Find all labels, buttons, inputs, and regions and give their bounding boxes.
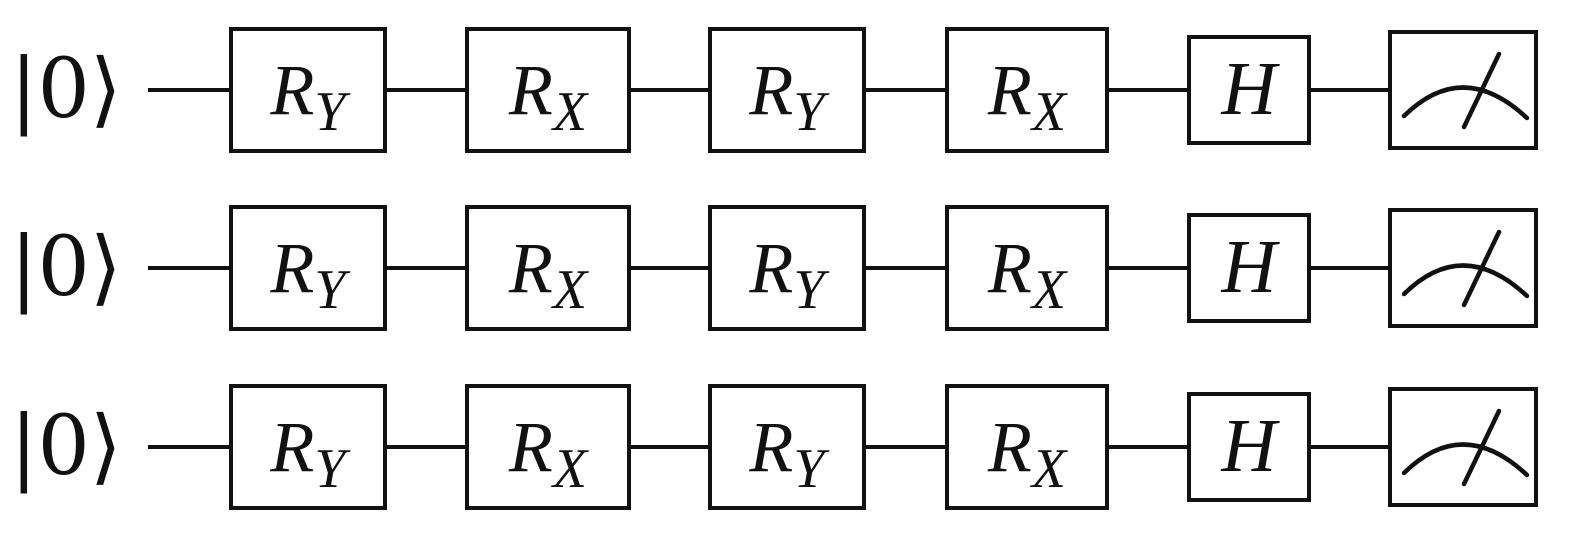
gate-subscript: X	[551, 81, 590, 143]
measurement-gate	[1388, 30, 1538, 150]
gate-symbol: H	[1221, 404, 1281, 488]
gate-box	[945, 384, 1109, 510]
initial-state-label: |0⟩	[10, 42, 122, 137]
gate-box	[465, 205, 631, 331]
gate-box	[945, 205, 1109, 331]
gate-subscript: Y	[793, 259, 830, 321]
gate-box	[708, 27, 866, 153]
gate-label: RX	[508, 228, 590, 321]
rotation-gate-x: RX	[945, 384, 1109, 510]
gate-box	[1187, 35, 1311, 145]
hadamard-gate: H	[1187, 392, 1311, 502]
gate-label: RY	[269, 50, 351, 143]
gate-label: RX	[508, 407, 590, 500]
gate-symbol: H	[1221, 47, 1281, 131]
gate-box	[229, 27, 387, 153]
gate-subscript: Y	[314, 438, 351, 500]
gate-label: RY	[748, 407, 830, 500]
rotation-gate-y: RY	[229, 384, 387, 510]
gate-subscript: Y	[793, 81, 830, 143]
gate-box	[1187, 392, 1311, 502]
rotation-gate-x: RX	[465, 205, 631, 331]
gate-symbol: R	[987, 50, 1032, 130]
rotation-gate-y: RY	[708, 384, 866, 510]
measurement-meter-icon	[1401, 51, 1530, 130]
rotation-gate-y: RY	[708, 27, 866, 153]
gate-label: H	[1221, 47, 1281, 131]
gate-symbol: R	[508, 228, 553, 308]
initial-state-label: |0⟩	[10, 399, 122, 494]
gate-box	[1187, 213, 1311, 323]
rotation-gate-x: RX	[945, 205, 1109, 331]
meter-needle	[1461, 229, 1502, 308]
hadamard-gate: H	[1187, 35, 1311, 145]
gate-subscript: Y	[793, 438, 830, 500]
gate-symbol: R	[508, 50, 553, 130]
gate-subscript: X	[1030, 259, 1069, 321]
gate-symbol: R	[269, 407, 314, 487]
gate-box	[945, 27, 1109, 153]
measurement-meter-icon	[1401, 408, 1530, 487]
gate-label: RY	[269, 407, 351, 500]
gate-box	[1388, 30, 1538, 150]
rotation-gate-x: RX	[465, 384, 631, 510]
meter-arc	[1401, 442, 1530, 478]
gate-subscript: X	[551, 259, 590, 321]
meter-arc	[1401, 85, 1530, 121]
gate-subscript: X	[1030, 438, 1069, 500]
gate-box	[708, 205, 866, 331]
meter-needle	[1461, 51, 1502, 130]
gate-label: H	[1221, 404, 1281, 488]
meter-needle	[1461, 408, 1502, 487]
gate-box	[229, 205, 387, 331]
gate-box	[708, 384, 866, 510]
gate-label: RX	[987, 407, 1069, 500]
meter-arc	[1401, 263, 1530, 299]
gate-symbol: R	[748, 50, 793, 130]
gate-subscript: X	[551, 438, 590, 500]
rotation-gate-x: RX	[945, 27, 1109, 153]
gate-symbol: R	[987, 407, 1032, 487]
gate-label: RY	[748, 50, 830, 143]
rotation-gate-y: RY	[229, 27, 387, 153]
gate-box	[229, 384, 387, 510]
measurement-meter-icon	[1401, 229, 1530, 308]
hadamard-gate: H	[1187, 213, 1311, 323]
measurement-gate	[1388, 208, 1538, 328]
gate-label: RX	[987, 228, 1069, 321]
rotation-gate-y: RY	[229, 205, 387, 331]
gate-subscript: Y	[314, 259, 351, 321]
gate-subscript: X	[1030, 81, 1069, 143]
gate-box	[465, 27, 631, 153]
gate-symbol: R	[748, 407, 793, 487]
gate-box	[465, 384, 631, 510]
gate-label: RY	[748, 228, 830, 321]
measurement-gate	[1388, 387, 1538, 507]
gate-box	[1388, 208, 1538, 328]
rotation-gate-x: RX	[465, 27, 631, 153]
gate-symbol: R	[987, 228, 1032, 308]
initial-state-label: |0⟩	[10, 220, 122, 315]
gate-symbol: R	[748, 228, 793, 308]
gate-symbol: R	[269, 50, 314, 130]
gate-symbol: R	[508, 407, 553, 487]
gate-symbol: H	[1221, 225, 1281, 309]
gate-label: H	[1221, 225, 1281, 309]
gate-symbol: R	[269, 228, 314, 308]
rotation-gate-y: RY	[708, 205, 866, 331]
gate-box	[1388, 387, 1538, 507]
gate-label: RY	[269, 228, 351, 321]
gate-subscript: Y	[314, 81, 351, 143]
gate-label: RX	[987, 50, 1069, 143]
gate-label: RX	[508, 50, 590, 143]
